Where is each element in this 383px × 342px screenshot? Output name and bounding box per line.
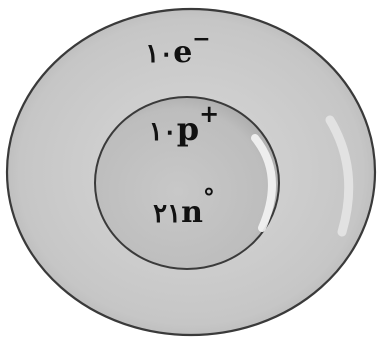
neutron-symbol: n [181, 195, 203, 230]
electron-count: ١٠ [145, 39, 173, 69]
proton-charge: + [199, 99, 219, 128]
neutron-charge: ° [203, 183, 215, 212]
electron-charge: − [192, 26, 210, 52]
proton-symbol: p [177, 110, 199, 148]
proton-label: ١٠p+ [149, 99, 219, 148]
electron-symbol: e [173, 35, 192, 70]
proton-count: ١٠ [149, 117, 177, 147]
electron-label: ١٠e− [145, 26, 210, 70]
neutron-count: ٢١ [153, 199, 181, 229]
nucleus-highlight [251, 134, 276, 232]
shell-highlight [325, 115, 354, 237]
nucleus [94, 96, 280, 270]
neutron-label: ٢١n° [153, 183, 215, 230]
